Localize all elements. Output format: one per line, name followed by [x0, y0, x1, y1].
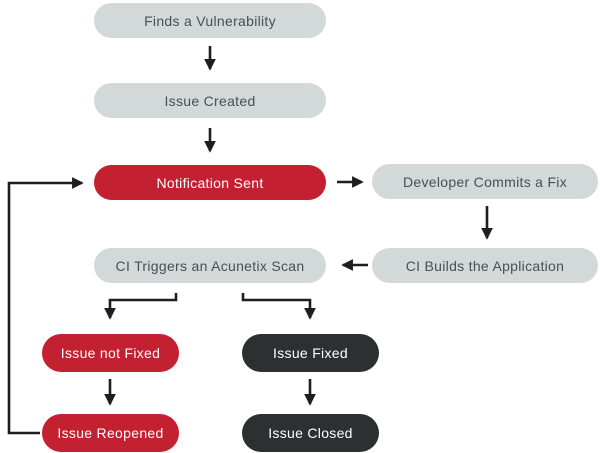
- node-notification-sent: Notification Sent: [94, 165, 326, 200]
- node-issue-fixed: Issue Fixed: [242, 334, 379, 372]
- node-ci-triggers-scan: CI Triggers an Acunetix Scan: [94, 248, 326, 283]
- node-issue-reopened: Issue Reopened: [42, 414, 179, 452]
- node-issue-not-fixed: Issue not Fixed: [42, 334, 179, 372]
- edge-citriggers-to-notfixed: [104, 293, 178, 320]
- node-developer-commits-fix: Developer Commits a Fix: [372, 164, 598, 199]
- node-finds-vulnerability: Finds a Vulnerability: [94, 3, 326, 38]
- node-issue-closed: Issue Closed: [242, 414, 379, 452]
- edge-reopened-loop-to-notification: [7, 177, 84, 435]
- edge-citriggers-to-fixed: [241, 293, 316, 320]
- node-ci-builds-application: CI Builds the Application: [372, 248, 598, 283]
- node-issue-created: Issue Created: [94, 83, 326, 118]
